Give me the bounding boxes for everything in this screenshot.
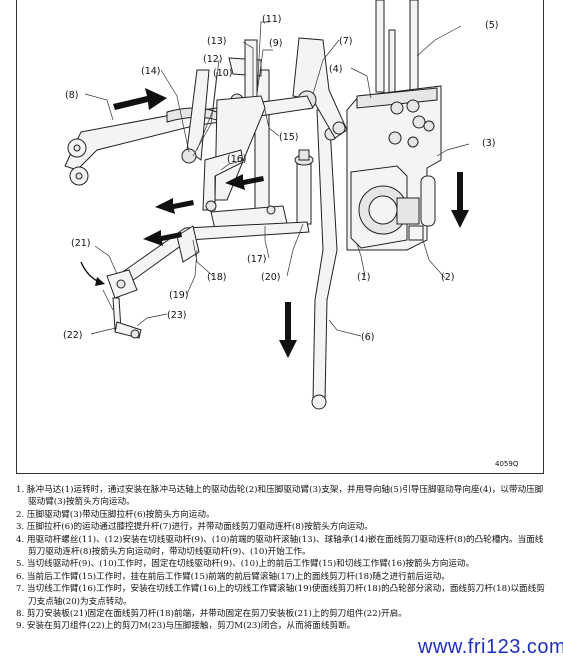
label-part-19: (19) <box>169 290 189 301</box>
label-part-5: (5) <box>485 20 498 31</box>
label-part-12: (12) <box>203 54 223 65</box>
step-item: 4. 用驱动杆螺丝(11)、(12)安装在切线驱动杆(9)、(10)前端的驱动杆… <box>16 534 544 558</box>
step-item: 9. 安装在剪刀组件(22)上的剪刀M(23)与压脚接触，剪刀M(23)闭合，从… <box>16 621 356 632</box>
fulcrum-shaft <box>294 149 314 225</box>
step-item: 2. 压脚驱动臂(3)带动压脚拉杆(6)按箭头方向运动。 <box>16 509 215 520</box>
step-item: 6. 当前后工作臂(15)工作时，挂在前后工作臂(15)前端的前后臂滚轴(17)… <box>16 571 450 582</box>
label-part-2: (2) <box>441 272 454 283</box>
label-part-9: (9) <box>269 38 282 49</box>
part-labels: (11) (13) (9) (12) (14) (10) (8) (7) (4)… <box>63 14 519 468</box>
site-watermark: www.fri123.com <box>415 636 563 659</box>
leader-lines <box>84 21 470 337</box>
step-item: 8. 剪刀安装板(21)固定在面线剪刀杆(18)前端，并带动固定在剪刀安装板(2… <box>16 609 407 620</box>
label-part-14: (14) <box>141 66 161 77</box>
label-part-21: (21) <box>71 238 91 249</box>
diagram-canvas: (11) (13) (9) (12) (14) (10) (8) (7) (4)… <box>63 0 519 468</box>
label-part-22: (22) <box>63 330 83 341</box>
figure-code: 4059Q <box>495 460 519 468</box>
label-part-6: (6) <box>361 332 374 343</box>
arrow-down-rod <box>279 302 297 358</box>
label-part-18: (18) <box>207 272 227 283</box>
label-part-1: (1) <box>357 272 370 283</box>
arrow-curve-scissors <box>80 261 100 283</box>
arrow-left-upper <box>225 174 264 190</box>
label-part-11: (11) <box>262 14 282 25</box>
label-part-17: (17) <box>247 254 267 265</box>
arrow-left-lower <box>143 230 182 246</box>
label-part-13: (13) <box>207 36 227 47</box>
trimmer-working-arm <box>202 149 244 212</box>
label-part-4: (4) <box>329 64 342 75</box>
label-part-23: (23) <box>167 310 187 321</box>
step-item: 1. 脉冲马达(1)运转时，通过安装在脉冲马达轴上的驱动齿轮(2)和压脚驱动臂(… <box>16 485 544 508</box>
step-item: 7. 当切线工作臂(16)工作时，安装在切线工作臂(16)上的切线工作臂滚轴(1… <box>16 584 545 607</box>
arrow-down-motor <box>451 172 469 228</box>
label-part-10: (10) <box>213 68 233 79</box>
mechanism-diagram: (11) (13) (9) (12) (14) (10) (8) (7) (4)… <box>16 0 544 474</box>
scissors-assembly <box>102 269 142 339</box>
label-part-8: (8) <box>65 90 78 101</box>
pulse-motor <box>350 165 424 249</box>
step-item: 5. 当切线驱动杆(9)、(10)工作时，固定在切线驱动杆(9)、(10)上的前… <box>16 559 475 570</box>
presser-link-rod <box>311 109 338 410</box>
label-part-3: (3) <box>482 138 495 149</box>
guide-shaft <box>375 0 419 101</box>
operation-steps: 1. 脉冲马达(1)运转时，通过安装在脉冲马达轴上的驱动齿轮(2)和压脚驱动臂(… <box>16 484 546 633</box>
label-part-20: (20) <box>261 272 281 283</box>
motion-arrows <box>80 88 469 358</box>
label-part-7: (7) <box>339 36 352 47</box>
label-part-16: (16) <box>227 154 247 165</box>
arrow-right-drive <box>113 88 167 110</box>
arrow-left-mid <box>155 198 194 214</box>
label-part-15: (15) <box>279 132 299 143</box>
step-item: 3. 压脚拉杆(6)的运动通过膝控提升杆(7)进行，并带动面线剪刀驱动连杆(8)… <box>16 522 373 533</box>
